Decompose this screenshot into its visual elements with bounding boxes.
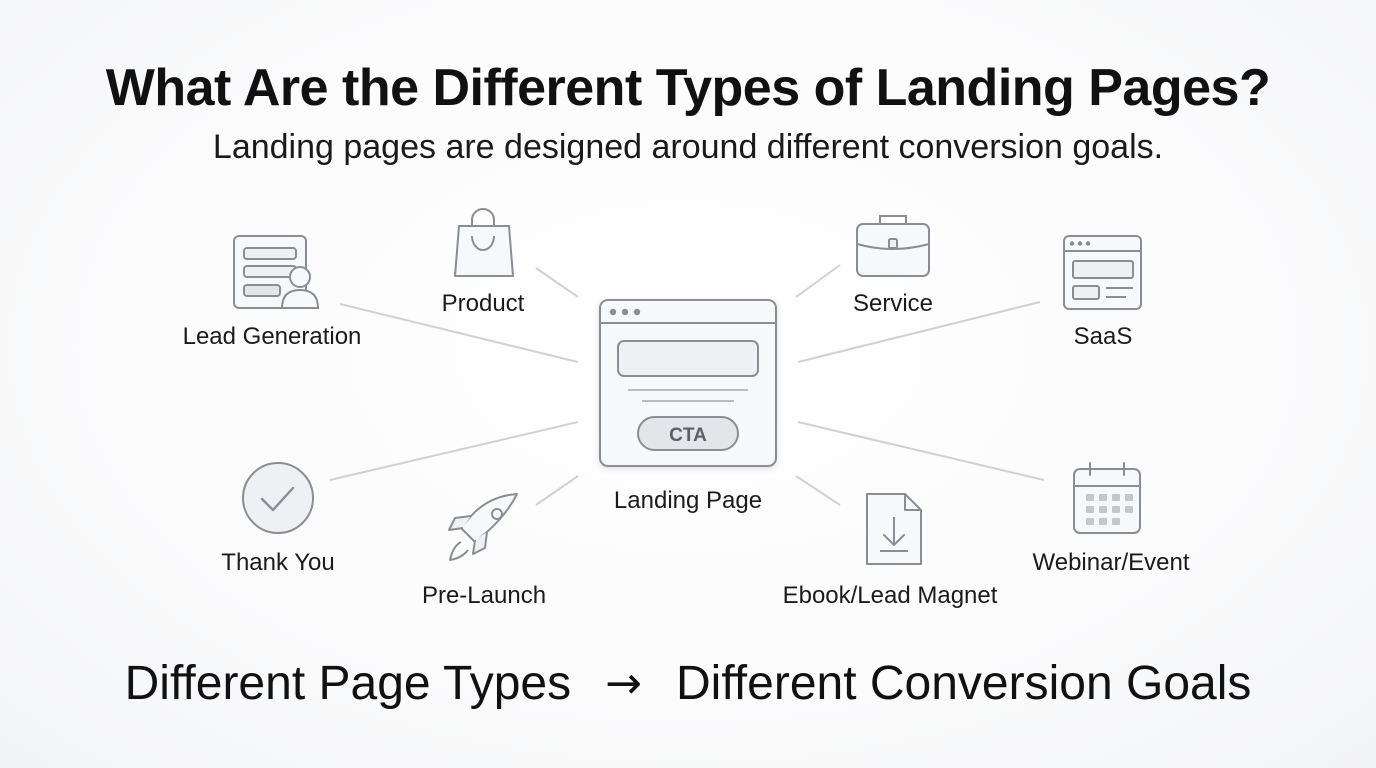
page-title: What Are the Different Types of Landing … — [105, 59, 1271, 117]
page-subtitle: Landing pages are designed around differ… — [212, 128, 1164, 166]
node-label-ebook: Ebook/Lead Magnet — [782, 582, 998, 609]
connector-lead-generation — [339, 303, 579, 363]
connector-pre-launch — [535, 475, 579, 506]
node-label-lead-generation: Lead Generation — [182, 323, 362, 350]
node-label-saas: SaaS — [1073, 323, 1133, 350]
connector-webinar — [797, 421, 1045, 481]
form-user-icon — [233, 235, 320, 309]
node-label-webinar: Webinar/Event — [1032, 549, 1190, 576]
briefcase-icon — [856, 215, 930, 277]
calendar-icon — [1073, 462, 1141, 534]
connector-service — [795, 264, 841, 298]
connector-thank-you — [329, 421, 579, 481]
connector-ebook — [795, 475, 841, 506]
arrow-right-icon: → — [605, 658, 642, 709]
cta-label: CTA — [669, 425, 707, 446]
rocket-icon — [448, 493, 518, 561]
cta-button[interactable]: CTA — [637, 416, 739, 451]
download-document-icon — [866, 493, 922, 565]
check-circle-icon — [242, 462, 314, 534]
app-window-icon — [1063, 235, 1142, 310]
connector-lines — [329, 264, 1045, 506]
node-label-service: Service — [852, 290, 934, 317]
node-label-pre-launch: Pre-Launch — [421, 582, 547, 609]
connector-product — [535, 267, 579, 298]
shopping-bag-icon — [454, 208, 514, 277]
node-label-product: Product — [441, 290, 525, 317]
connector-saas — [797, 301, 1041, 363]
footer-left-text: Different Page Types — [124, 657, 572, 710]
node-label-thank-you: Thank You — [221, 549, 335, 576]
center-label: Landing Page — [613, 487, 763, 514]
footer-right-text: Different Conversion Goals — [676, 657, 1252, 710]
footer-statement: Different Page Types → Different Convers… — [0, 656, 1376, 711]
